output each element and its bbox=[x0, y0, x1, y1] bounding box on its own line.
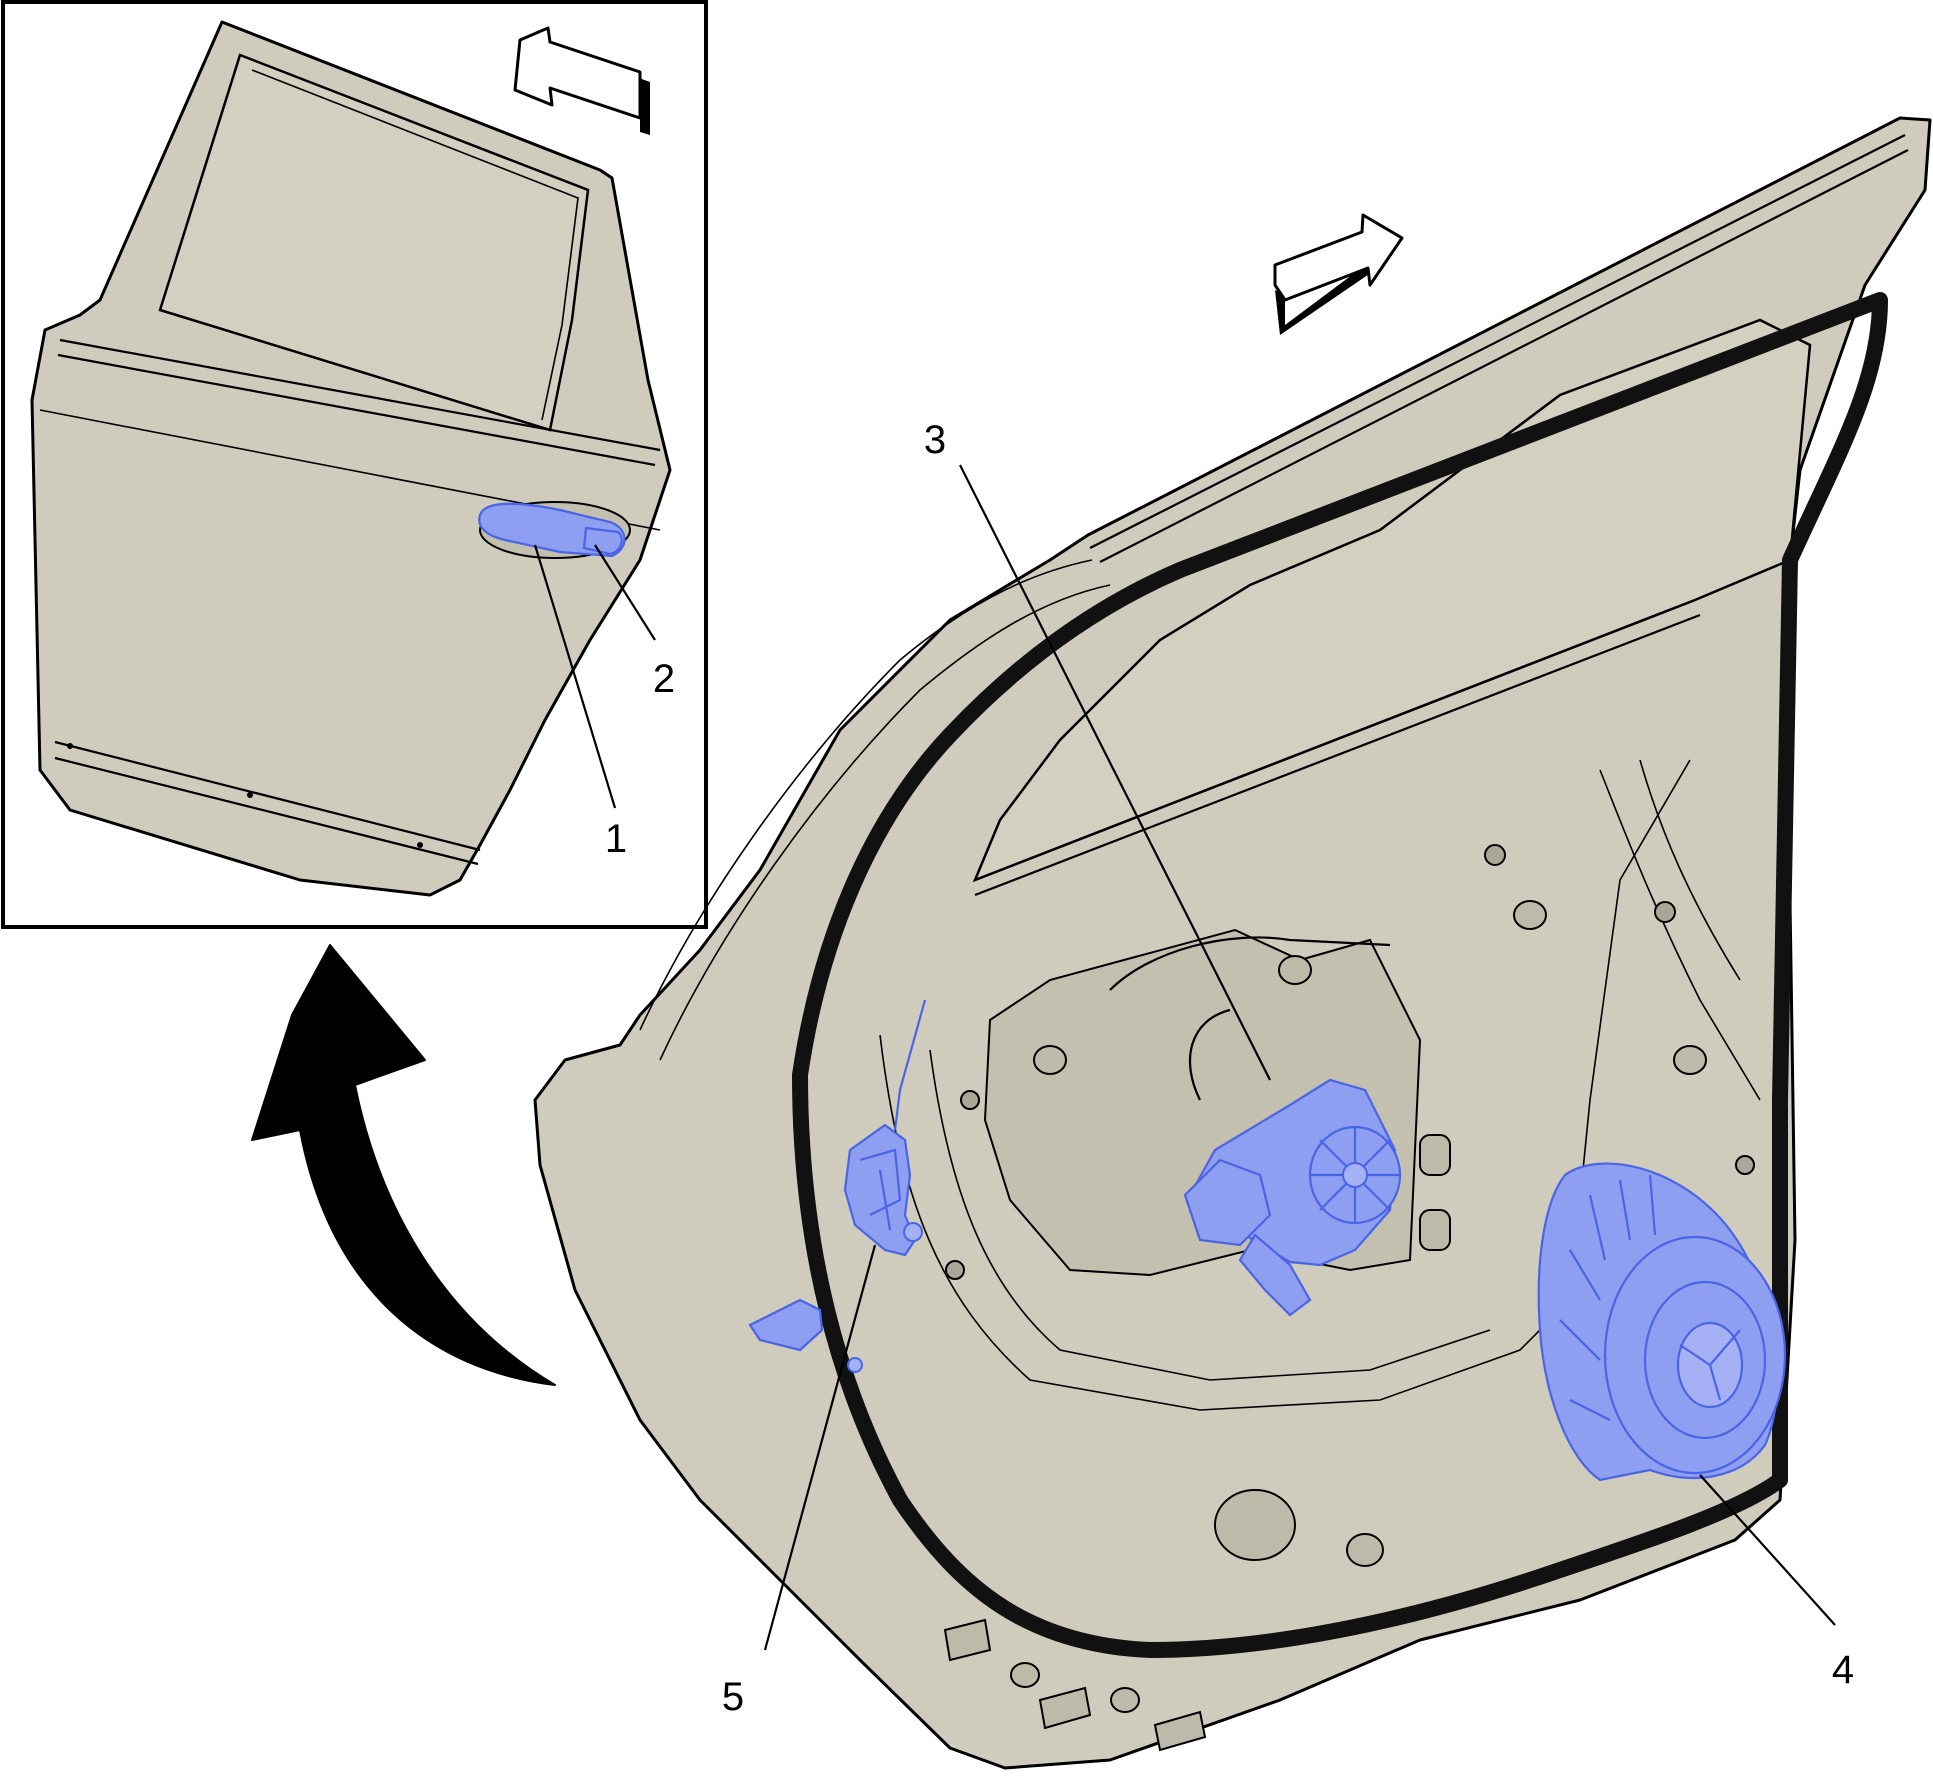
door-lock-actuator bbox=[748, 999, 927, 1373]
drain-slot bbox=[943, 1618, 992, 1662]
regulator-cable bbox=[1109, 936, 1391, 991]
access-hole bbox=[1214, 1489, 1296, 1561]
latch-detail bbox=[859, 1148, 902, 1231]
door-frame-edge-inner bbox=[639, 559, 1093, 1031]
inset-molding-clip bbox=[67, 743, 73, 749]
callout-1: 1 bbox=[605, 817, 627, 861]
leader-line-5 bbox=[763, 1244, 877, 1651]
speaker-magnet-arms bbox=[1679, 1329, 1741, 1401]
callout-3: 3 bbox=[924, 418, 946, 462]
fastener bbox=[1654, 901, 1676, 923]
regulator-cable-2 bbox=[1188, 1008, 1231, 1101]
motor-gear-hub bbox=[1342, 1162, 1368, 1188]
inset-molding-clip bbox=[417, 842, 423, 848]
access-hole bbox=[1346, 1533, 1384, 1567]
inner-panel-rib-2 bbox=[1639, 759, 1741, 981]
inner-panel-contour bbox=[879, 759, 1691, 1411]
leader-line-3 bbox=[959, 464, 1271, 1081]
leader-line-4 bbox=[1699, 1474, 1836, 1626]
leader-line-1 bbox=[533, 544, 617, 809]
fastener bbox=[1484, 844, 1506, 866]
lock-lever bbox=[748, 1298, 824, 1352]
arrow-body bbox=[1273, 213, 1404, 302]
fastener bbox=[1735, 1155, 1755, 1175]
motor-bracket bbox=[1238, 1233, 1312, 1317]
drain-hole bbox=[1110, 1687, 1140, 1713]
front-direction-arrow-icon bbox=[513, 26, 650, 135]
access-hole bbox=[1513, 900, 1547, 930]
drain-slot bbox=[1153, 1710, 1207, 1752]
arrow-shadow bbox=[1275, 260, 1375, 335]
access-hole bbox=[1673, 1045, 1707, 1075]
inset-lower-molding bbox=[54, 740, 481, 866]
fastener bbox=[945, 1260, 965, 1280]
drain-hole bbox=[1010, 1662, 1040, 1688]
door-frame-edge-outer bbox=[1089, 134, 1909, 563]
window-regulator-motor bbox=[1109, 936, 1402, 1317]
access-hole bbox=[1033, 1045, 1067, 1075]
inset-view bbox=[1, 0, 708, 929]
inset-window-glass bbox=[158, 53, 590, 432]
keyhole-slot bbox=[1419, 1209, 1451, 1251]
leader-line-2 bbox=[594, 544, 656, 641]
inset-molding-clip bbox=[247, 792, 253, 798]
front-direction-arrow-icon bbox=[1273, 213, 1404, 335]
inset-belt-line bbox=[57, 338, 661, 467]
speaker-frame-ribs bbox=[1559, 1174, 1657, 1421]
handle-cap bbox=[582, 526, 623, 556]
lock-pin bbox=[847, 1357, 863, 1373]
outside-door-handle bbox=[478, 501, 631, 559]
lock-rod bbox=[893, 999, 927, 1131]
fastener bbox=[960, 1090, 980, 1110]
motor-can bbox=[1183, 1158, 1272, 1247]
inner-panel-rib bbox=[1599, 769, 1761, 1101]
drain-slot bbox=[1038, 1686, 1092, 1730]
latch-bolt bbox=[903, 1222, 923, 1242]
door-speaker bbox=[1537, 1162, 1787, 1482]
inset-window-frame-inner bbox=[251, 69, 579, 421]
access-hole bbox=[1278, 955, 1312, 985]
callout-4: 4 bbox=[1832, 1648, 1854, 1692]
main-belt-line bbox=[974, 598, 1701, 897]
keyhole-slot bbox=[1419, 1134, 1451, 1176]
callout-2: 2 bbox=[653, 657, 675, 701]
arrow-body bbox=[513, 26, 642, 120]
door-frame-edge-inner-2 bbox=[659, 584, 1111, 1061]
main-door-view bbox=[533, 116, 1932, 1770]
door-weatherstrip bbox=[792, 292, 1888, 1658]
inner-panel-contour-2 bbox=[929, 1049, 1491, 1381]
callout-5: 5 bbox=[722, 1675, 744, 1719]
curved-arrow-icon bbox=[251, 944, 556, 1386]
